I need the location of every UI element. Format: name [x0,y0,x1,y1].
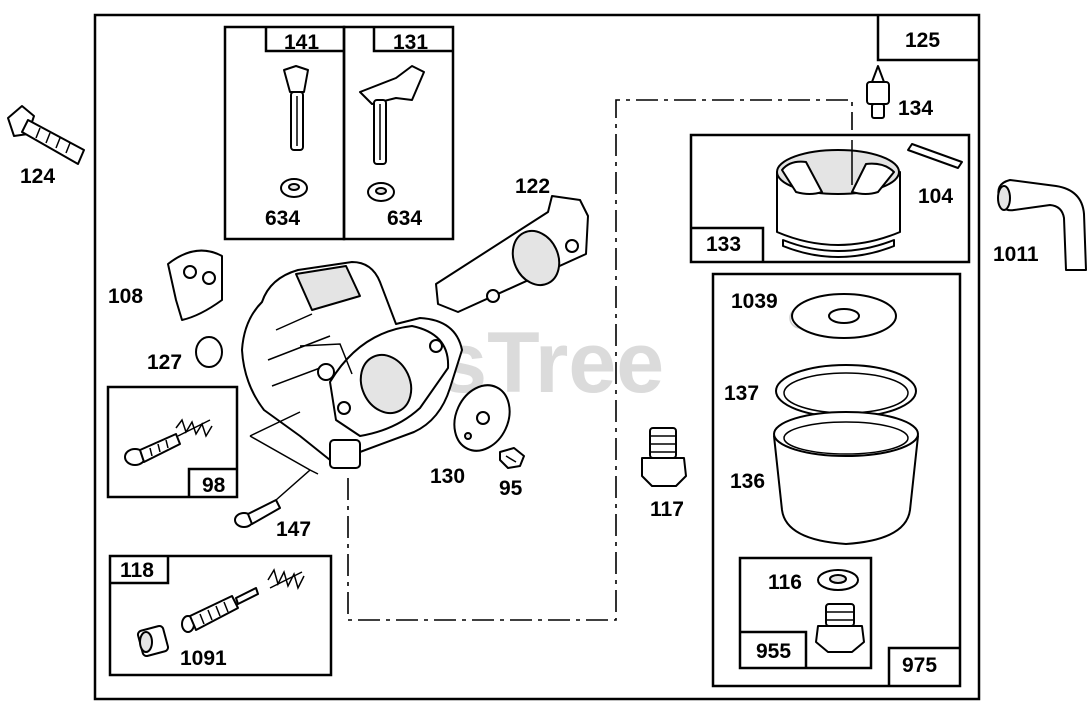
kit-box-955: 955 116 [738,556,873,670]
seal-washer-icon [367,182,395,202]
label-118[interactable]: 118 [120,559,154,582]
float-pin-icon [907,143,963,169]
welch-plug-icon [195,336,223,368]
label-137[interactable]: 137 [724,382,759,405]
label-1039[interactable]: 1039 [731,290,778,313]
choke-shaft-icon [359,65,425,165]
bowl-nut-icon [815,603,865,653]
label-134[interactable]: 134 [898,97,933,120]
label-95[interactable]: 95 [499,477,523,500]
throttle-shaft-icon [283,65,309,151]
label-104[interactable]: 104 [918,185,953,208]
kit-box-975: 975 1039 137 136 [711,272,962,688]
label-98[interactable]: 98 [202,474,226,497]
throttle-plate-icon [167,249,223,321]
label-634-left[interactable]: 634 [265,207,300,230]
label-116[interactable]: 116 [768,571,802,594]
float-icon [776,140,901,258]
label-147[interactable]: 147 [276,518,311,541]
nozzle-icon [136,624,170,658]
idle-screw-icon [124,433,181,466]
label-141[interactable]: 141 [284,31,319,54]
o-ring-icon [775,364,917,418]
label-125[interactable]: 125 [905,29,940,52]
float-bowl-icon [773,411,919,545]
small-screw-icon [499,447,525,469]
kit-box-98: 98 [106,385,239,499]
label-117[interactable]: 117 [650,498,684,521]
carburetor-body-icon [241,261,463,469]
float-needle-icon [866,65,890,119]
kit-box-133: 133 104 [689,133,971,264]
label-108[interactable]: 108 [108,285,143,308]
label-955[interactable]: 955 [756,640,791,663]
bolt-icon [7,105,85,165]
label-136[interactable]: 136 [730,470,765,493]
label-975[interactable]: 975 [902,654,937,677]
fuel-fitting-icon [641,427,687,487]
label-127[interactable]: 127 [147,351,182,374]
leader-line-147 [249,411,319,501]
label-124[interactable]: 124 [20,165,55,188]
spring-icon [267,568,305,591]
label-1091[interactable]: 1091 [180,647,227,670]
diaphragm-icon [453,384,511,452]
seal-washer-icon [280,178,308,198]
spring-icon [175,418,213,438]
main-jet-icon [181,587,259,633]
kit-box-131: 131 634 [342,25,455,241]
fuel-line-icon [997,179,1087,271]
label-133[interactable]: 133 [706,233,741,256]
kit-box-118: 118 1091 [108,554,333,677]
label-130[interactable]: 130 [430,465,465,488]
bowl-washer-icon [817,569,859,591]
label-box-125: 125 [876,15,979,62]
bowl-gasket-icon [791,293,897,339]
label-634-right[interactable]: 634 [387,207,422,230]
gasket-icon [435,195,589,313]
label-1011[interactable]: 1011 [993,243,1039,266]
mixture-screw-icon [234,499,281,528]
label-122[interactable]: 122 [515,175,550,198]
kit-box-141: 141 634 [223,25,346,241]
label-131[interactable]: 131 [393,31,428,54]
main-frame [93,13,981,701]
assembly-line [347,99,853,621]
